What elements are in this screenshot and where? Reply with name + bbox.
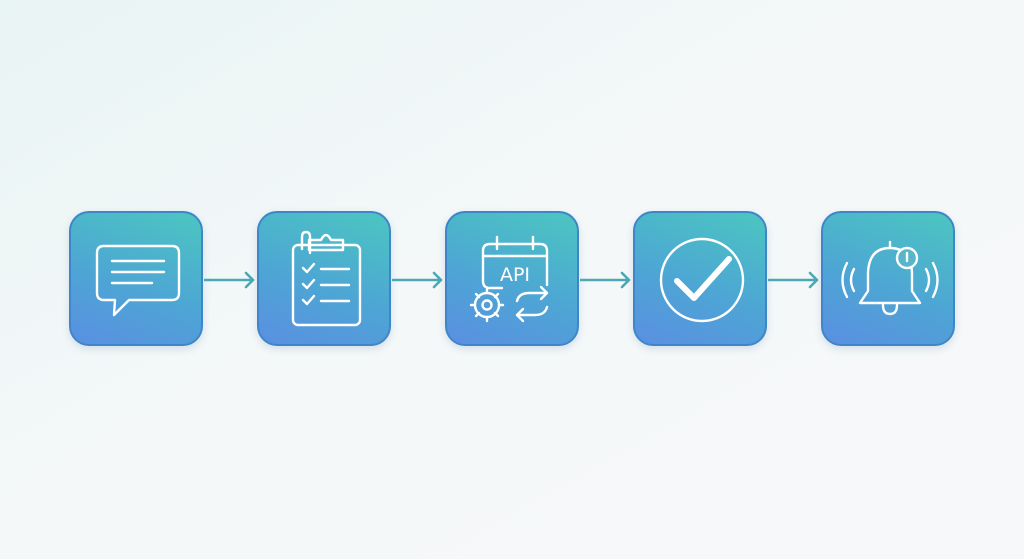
chat-message-icon	[95, 244, 181, 317]
step-5-tile	[821, 211, 955, 346]
notification-bell-icon	[841, 240, 939, 316]
clipboard-checklist-icon	[291, 230, 362, 327]
flow-arrow-4	[767, 270, 824, 290]
sync-arrows-icon	[515, 285, 549, 323]
flow-arrow-1	[203, 270, 260, 290]
step-1-tile	[69, 211, 203, 346]
step-2-tile	[257, 211, 391, 346]
step-3-tile: API	[445, 211, 579, 346]
checkmark-circle-icon	[659, 237, 745, 323]
api-integration-icon: API	[469, 235, 549, 323]
flow-arrow-3	[579, 270, 636, 290]
gear-icon	[469, 287, 505, 323]
step-4-tile	[633, 211, 767, 346]
api-label: API	[500, 264, 530, 286]
flow-arrow-2	[391, 270, 448, 290]
